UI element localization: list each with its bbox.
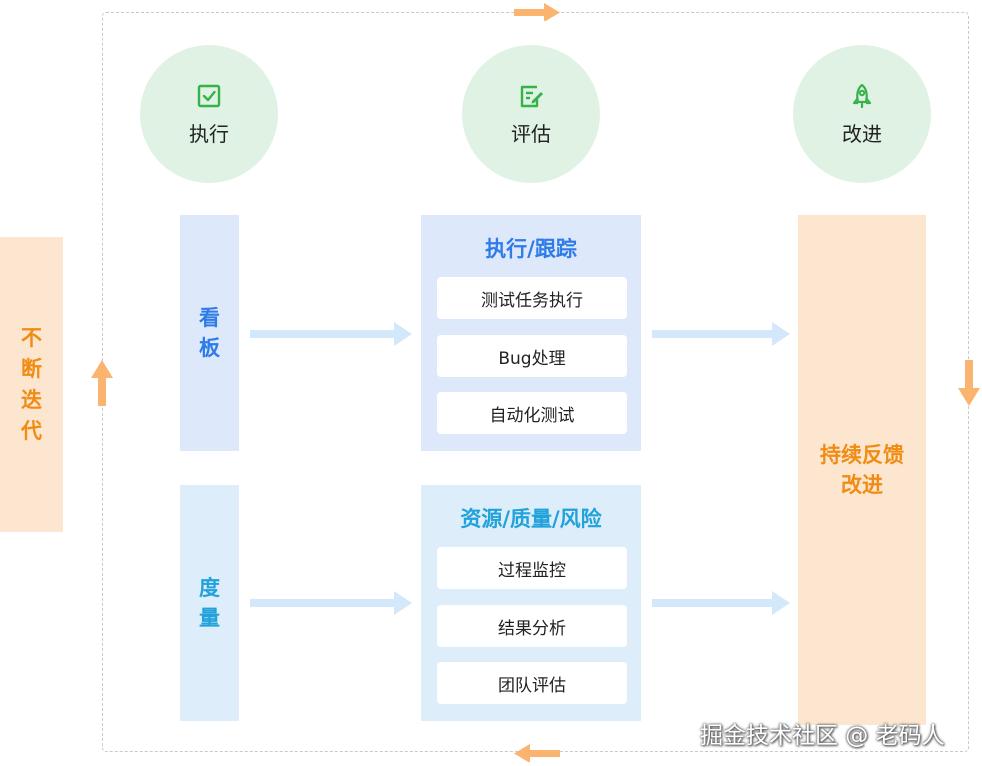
- panel-item: Bug处理: [437, 335, 627, 377]
- cycle-arrow-top: [514, 3, 560, 21]
- metrics-section: 度 量: [180, 485, 239, 721]
- phase-label: 执行: [189, 121, 229, 146]
- execution-tracking-panel: 执行/跟踪 测试任务执行 Bug处理 自动化测试: [421, 215, 641, 451]
- metrics-label: 度 量: [199, 576, 220, 630]
- panel-item: 团队评估: [437, 662, 627, 704]
- panel-item: 结果分析: [437, 605, 627, 647]
- panel-item: 自动化测试: [437, 392, 627, 434]
- feedback-section: 持续反馈 改进: [798, 215, 926, 725]
- phase-execute: 执行: [140, 45, 278, 183]
- kanban-section: 看 板: [180, 215, 239, 451]
- watermark: 掘金技术社区 @ 老码人: [700, 723, 945, 749]
- phase-label: 改进: [842, 121, 882, 146]
- resource-quality-risk-panel: 资源/质量/风险 过程监控 结果分析 团队评估: [421, 485, 641, 721]
- iterate-section: 不 断 迭 代: [0, 237, 63, 532]
- cycle-arrow-left: [91, 360, 113, 406]
- cycle-arrow-right: [958, 360, 980, 406]
- flow-arrow: [250, 322, 412, 346]
- panel-item: 测试任务执行: [437, 277, 627, 319]
- rocket-icon: [852, 83, 872, 108]
- edit-document-icon: [520, 85, 543, 107]
- feedback-label: 持续反馈 改进: [820, 443, 904, 497]
- kanban-label: 看 板: [199, 306, 220, 360]
- phase-improve: 改进: [793, 45, 931, 183]
- iterate-label: 不 断 迭 代: [21, 325, 42, 443]
- checkbox-icon: [197, 84, 221, 107]
- flow-arrow: [652, 591, 790, 615]
- phase-label: 评估: [511, 121, 551, 146]
- phase-evaluate: 评估: [462, 45, 600, 183]
- panel-item: 过程监控: [437, 547, 627, 589]
- flow-arrow: [652, 322, 790, 346]
- cycle-arrow-bottom: [514, 744, 560, 762]
- flow-arrow: [250, 591, 412, 615]
- panel-title: 资源/质量/风险: [460, 507, 602, 531]
- panel-title: 执行/跟踪: [485, 237, 577, 261]
